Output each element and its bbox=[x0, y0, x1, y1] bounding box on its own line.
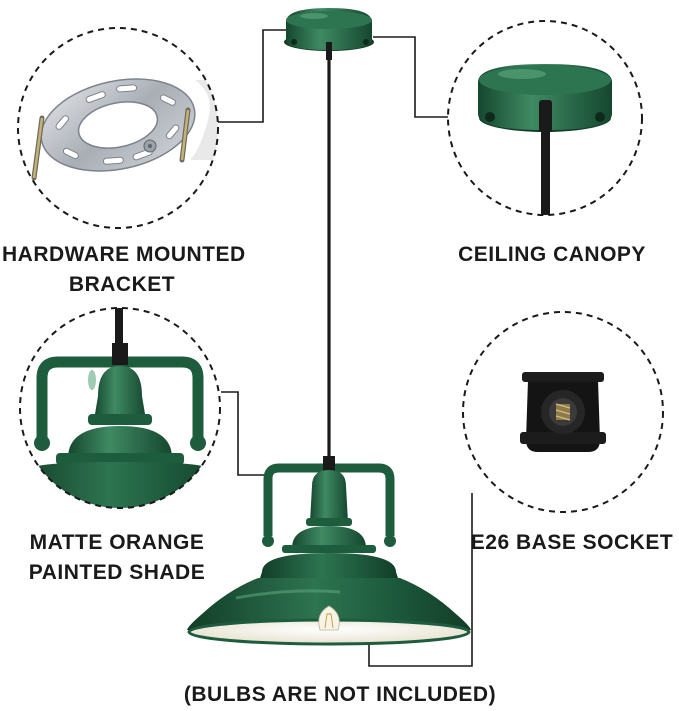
hardware-label-line-1: HARDWARE MOUNTED bbox=[2, 243, 246, 266]
pendant-lamp-icon bbox=[187, 8, 471, 646]
shade-label-line-1: MATTE ORANGE bbox=[29, 531, 205, 554]
hardware-label-line-2: BRACKET bbox=[68, 273, 176, 296]
connector-shade bbox=[221, 391, 268, 476]
mounting-bracket-icon bbox=[17, 27, 219, 229]
lamp-shade-icon bbox=[19, 307, 221, 509]
shade-label: MATTE ORANGE PAINTED SHADE bbox=[14, 528, 220, 588]
connector-lines bbox=[218, 29, 473, 667]
socket-label: E26 BASE SOCKET bbox=[470, 531, 674, 554]
e26-socket-icon bbox=[462, 311, 664, 513]
footer-note: (BULBS ARE NOT INCLUDED) bbox=[183, 683, 497, 706]
shade-label-line-2: PAINTED SHADE bbox=[28, 561, 206, 584]
connector-bracket bbox=[218, 29, 288, 123]
canopy-label: CEILING CANOPY bbox=[458, 243, 646, 266]
connector-socket bbox=[368, 493, 473, 667]
hardware-label: HARDWARE MOUNTED BRACKET bbox=[2, 240, 246, 300]
ceiling-canopy-icon bbox=[447, 20, 643, 216]
connector-canopy bbox=[373, 36, 450, 118]
